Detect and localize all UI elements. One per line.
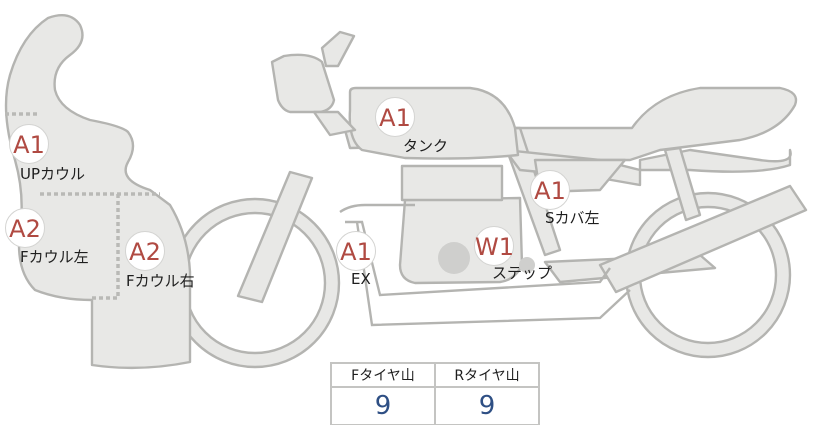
part-label-exhaust: EX xyxy=(351,270,371,288)
steering-stem xyxy=(312,110,357,137)
rank-badge-exhaust: A1 xyxy=(336,231,376,271)
front-tyre-value: 9 xyxy=(330,386,436,425)
rank-badge-tank: A1 xyxy=(375,97,415,137)
exhaust-pipe-lower xyxy=(345,220,611,297)
seat xyxy=(513,86,798,162)
rear-shock xyxy=(663,146,702,222)
rank-badge-f-cowl-left: A2 xyxy=(5,208,45,248)
front-tyre-header: Fタイヤ山 xyxy=(330,362,436,388)
front-fork xyxy=(236,170,314,304)
rear-tyre-header: Rタイヤ山 xyxy=(434,362,540,388)
rank-badge-up-cowl: A1 xyxy=(9,124,49,164)
exhaust-pipe-outer xyxy=(355,221,631,327)
rear-fender xyxy=(638,148,792,173)
cylinder-head xyxy=(400,164,504,202)
rank-badge-side-cover-left: A1 xyxy=(530,170,570,210)
handlebar xyxy=(320,30,356,68)
part-label-up-cowl: UPカウル xyxy=(20,165,86,183)
step-peg xyxy=(519,257,535,273)
rank-badge-step: W1 xyxy=(474,226,514,266)
rear-tyre-value: 9 xyxy=(434,386,540,425)
part-label-tank: タンク xyxy=(403,137,449,155)
part-label-step: ステップ xyxy=(492,264,553,282)
engine-cover xyxy=(438,242,470,274)
rank-badge-f-cowl-right: A2 xyxy=(125,231,165,271)
tyre-tread-table: Fタイヤ山 Rタイヤ山 9 9 xyxy=(330,362,540,425)
part-label-f-cowl-left: Fカウル左 xyxy=(20,248,89,266)
muffler xyxy=(598,184,808,294)
part-label-side-cover-left: Sカバ左 xyxy=(545,209,600,227)
part-label-f-cowl-right: Fカウル右 xyxy=(126,272,195,290)
front-cowl xyxy=(4,14,192,370)
headlight xyxy=(270,53,336,114)
exhaust-pipe xyxy=(339,203,415,213)
